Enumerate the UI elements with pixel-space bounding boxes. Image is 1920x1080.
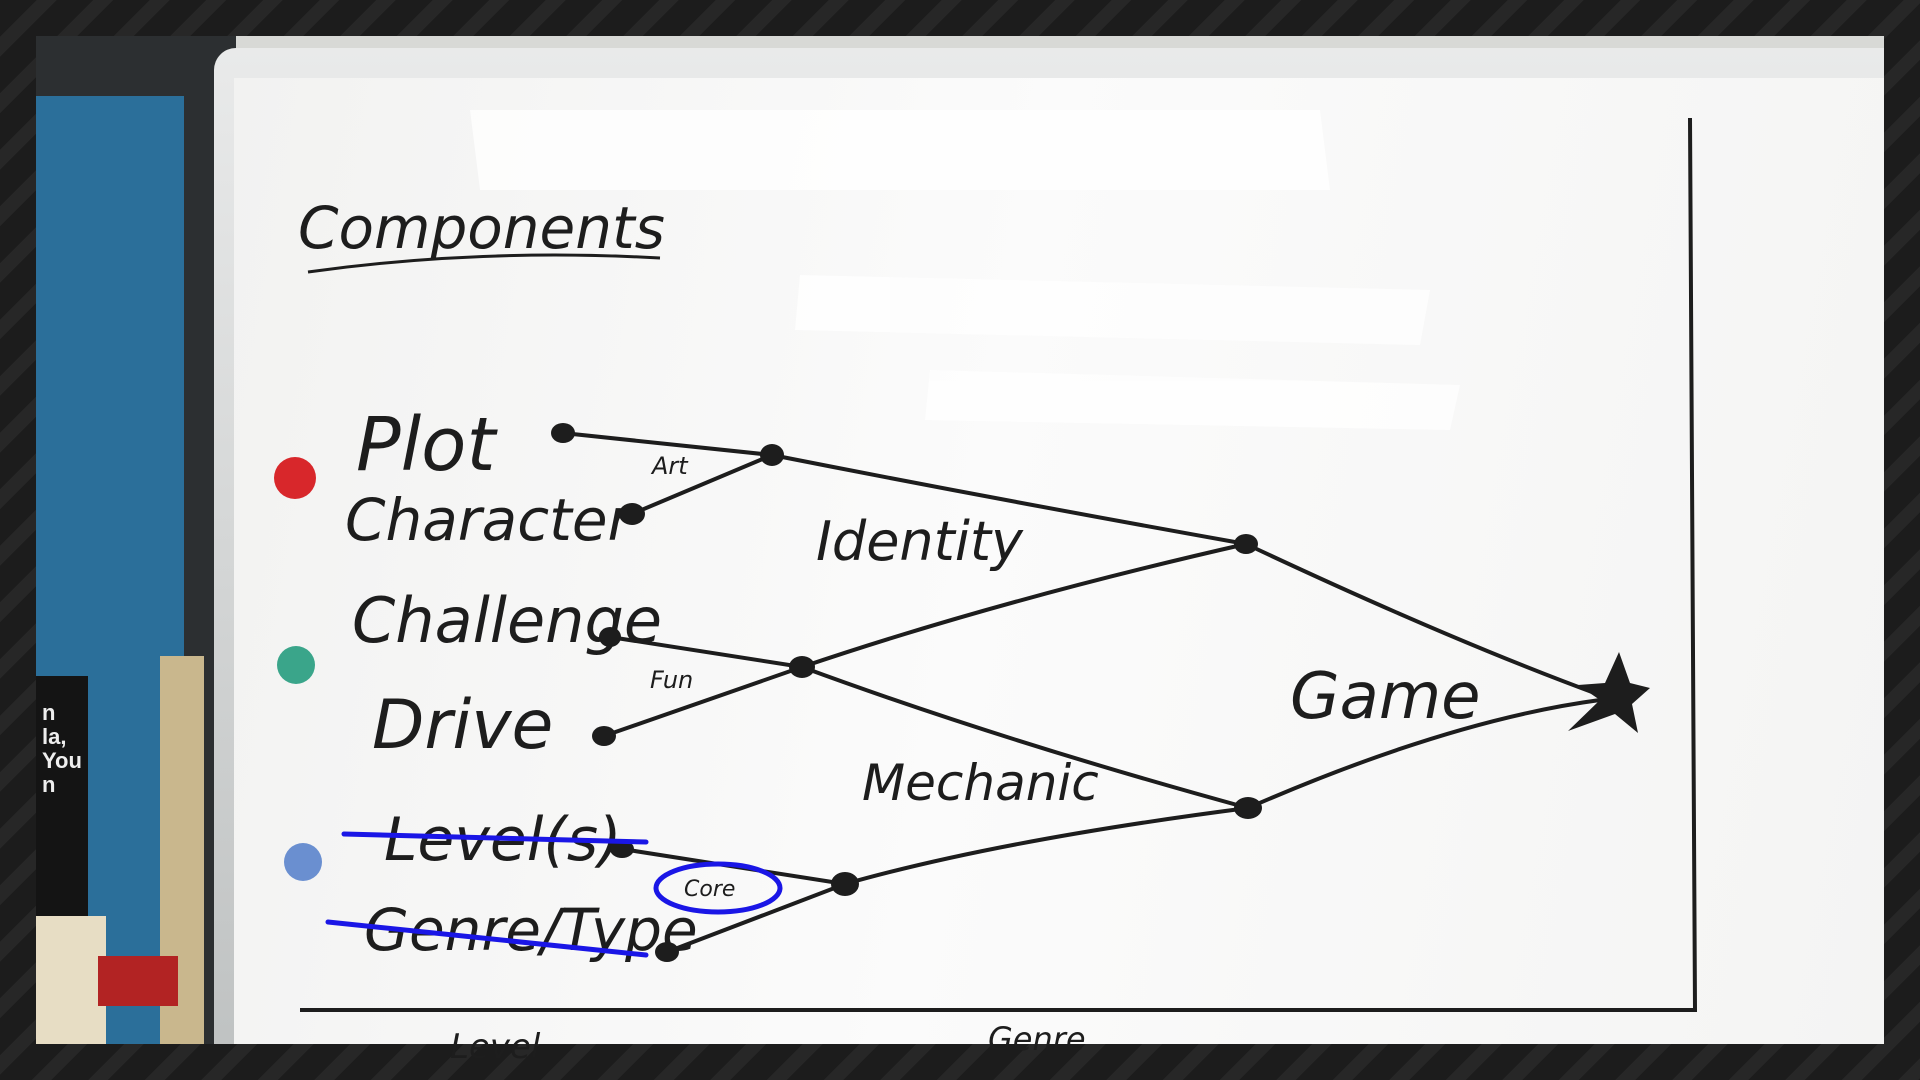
label-game: Game bbox=[1290, 660, 1481, 734]
title-underline bbox=[307, 253, 661, 274]
poster-line: la, bbox=[42, 724, 67, 749]
bottom-word-level: Level bbox=[450, 1027, 541, 1067]
poster bbox=[36, 676, 88, 926]
component-drive: Drive bbox=[372, 686, 553, 765]
node-mechanic bbox=[1234, 797, 1262, 819]
node-core bbox=[831, 872, 859, 896]
bottom-word-genre: Genre bbox=[988, 1020, 1086, 1058]
green-dot bbox=[277, 646, 315, 684]
tree-nodes bbox=[551, 423, 1262, 962]
board-border-line bbox=[300, 117, 1698, 1012]
poster-line: n bbox=[42, 772, 56, 797]
label-mechanic: Mechanic bbox=[862, 754, 1099, 812]
circle-core bbox=[653, 861, 783, 915]
glare bbox=[470, 110, 1460, 430]
node-levels bbox=[610, 840, 634, 858]
strike-levels bbox=[341, 831, 649, 845]
label-fun: Fun bbox=[650, 666, 693, 694]
node-identity bbox=[1234, 534, 1258, 554]
whiteboard bbox=[234, 78, 1884, 1044]
node-genre bbox=[655, 942, 679, 962]
sticker bbox=[36, 916, 106, 1044]
star-icon bbox=[1568, 652, 1650, 733]
red-dot bbox=[274, 457, 316, 499]
label-art: Art bbox=[650, 452, 689, 480]
node-fun bbox=[789, 656, 815, 678]
poster-text: n la, You n bbox=[42, 701, 82, 797]
poster-line: n bbox=[42, 700, 56, 725]
red-sticker bbox=[98, 956, 178, 1006]
strike-genre-type bbox=[325, 919, 649, 958]
label-core: Core bbox=[684, 877, 735, 902]
component-character: Character bbox=[345, 486, 635, 554]
node-character bbox=[619, 503, 645, 525]
component-plot: Plot bbox=[356, 402, 498, 488]
poster-line: You bbox=[42, 748, 82, 773]
label-identity: Identity bbox=[816, 510, 1024, 573]
photo: n la, You n bbox=[36, 36, 1884, 1044]
blue-dot bbox=[284, 843, 322, 881]
node-plot bbox=[551, 423, 575, 443]
node-challenge bbox=[599, 627, 621, 647]
node-art bbox=[760, 444, 784, 466]
blue-annotations bbox=[325, 831, 783, 958]
component-challenge: Challenge bbox=[352, 584, 662, 657]
title: Components bbox=[298, 194, 665, 262]
node-drive bbox=[592, 726, 616, 746]
tree-lines bbox=[561, 431, 1602, 954]
